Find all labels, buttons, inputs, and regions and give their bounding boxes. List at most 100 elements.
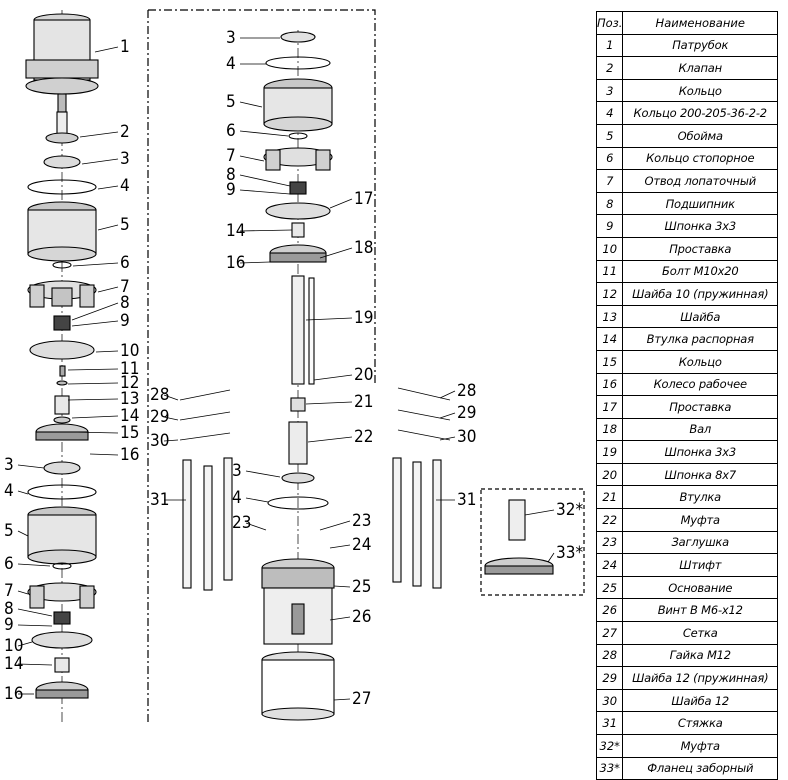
leader-line bbox=[17, 608, 53, 617]
callout-number: 16 bbox=[4, 684, 23, 704]
leader-line bbox=[245, 497, 269, 503]
row-pos: 28 bbox=[595, 643, 624, 668]
part-cage-5c bbox=[263, 78, 333, 132]
row-name: Шпонка 8х7 bbox=[622, 462, 778, 487]
callout-number: 30 bbox=[457, 427, 476, 447]
callout-number: 4 bbox=[232, 488, 242, 508]
row-name: Шайба 10 (пружинная) bbox=[622, 282, 778, 306]
leader-line bbox=[97, 224, 119, 231]
callout-number: 8 bbox=[4, 599, 14, 619]
part-strainer bbox=[261, 651, 335, 721]
callout-number: 14 bbox=[120, 406, 139, 426]
table-header-row: Поз. Наименование bbox=[595, 11, 778, 35]
leader-line bbox=[17, 490, 29, 495]
row-name: Муфта bbox=[622, 508, 778, 532]
callout-number: 5 bbox=[226, 92, 236, 112]
leader-line bbox=[239, 130, 289, 137]
part-cage-5b bbox=[27, 506, 97, 565]
header-pos: Поз. bbox=[595, 11, 624, 35]
callout-number: 23 bbox=[232, 513, 251, 533]
row-name: Сетка bbox=[622, 621, 778, 645]
row-pos: 25 bbox=[595, 575, 624, 600]
row-pos: 23 bbox=[595, 530, 624, 555]
callout-labels: 1234567891011121314151634567891014163456… bbox=[4, 28, 583, 709]
row-name: Проставка bbox=[622, 395, 778, 419]
leader-line bbox=[163, 439, 179, 442]
callout-number: 3 bbox=[232, 461, 242, 481]
part-bushing bbox=[290, 397, 306, 412]
row-pos: 9 bbox=[595, 214, 624, 238]
leader-line bbox=[67, 382, 119, 385]
row-pos: 21 bbox=[595, 485, 624, 510]
part-retaining-ring-6c bbox=[288, 132, 308, 140]
leader-line bbox=[71, 415, 119, 419]
row-name: Заглушка bbox=[622, 530, 778, 555]
leader-line bbox=[239, 155, 265, 162]
callout-number: 3 bbox=[226, 28, 236, 48]
leader-line bbox=[239, 229, 293, 232]
callout-number: 6 bbox=[120, 253, 130, 273]
row-name: Винт В М6-х12 bbox=[622, 598, 778, 623]
part-ring-4a bbox=[27, 179, 97, 195]
row-name: Кольцо стопорное bbox=[622, 146, 778, 171]
leader-line bbox=[17, 624, 53, 627]
leader-line bbox=[333, 698, 351, 701]
row-pos: 2 bbox=[595, 56, 624, 80]
row-pos: 18 bbox=[595, 417, 624, 442]
row-name: Шпонка 3х3 bbox=[622, 214, 778, 238]
part-bolt-washer-set bbox=[53, 365, 71, 424]
callout-number: 30 bbox=[150, 431, 169, 451]
part-diffuser-7b bbox=[27, 582, 97, 609]
part-ring-4b bbox=[27, 484, 97, 500]
row-pos: 5 bbox=[595, 123, 624, 148]
row-pos: 32* bbox=[595, 734, 624, 758]
callout-number: 17 bbox=[354, 189, 373, 209]
callout-number: 33* bbox=[556, 543, 583, 563]
leader-line bbox=[17, 464, 45, 469]
callout-number: 24 bbox=[352, 535, 371, 555]
leader-line bbox=[239, 261, 271, 264]
callout-number: 16 bbox=[120, 445, 139, 465]
leader-line bbox=[17, 663, 53, 666]
exploded-view-drawing: 1234567891011121314151634567891014163456… bbox=[4, 9, 585, 722]
table-row: 33*Фланец заборный bbox=[595, 756, 778, 780]
part-bearing-8c bbox=[289, 181, 307, 195]
center-assembly-frame bbox=[147, 9, 376, 722]
row-pos: 6 bbox=[595, 146, 624, 171]
row-name: Основание bbox=[622, 575, 778, 600]
callout-number: 20 bbox=[354, 365, 373, 385]
callout-number: 7 bbox=[4, 581, 14, 601]
leader-line bbox=[305, 401, 353, 405]
leader-line bbox=[313, 374, 353, 381]
row-pos: 29 bbox=[595, 666, 624, 690]
callout-number: 31 bbox=[150, 490, 169, 510]
leader-line bbox=[239, 101, 263, 108]
leader-line bbox=[17, 530, 29, 537]
leader-line bbox=[95, 350, 119, 353]
callout-number: 9 bbox=[120, 311, 130, 331]
row-name: Фланец заборный bbox=[622, 756, 778, 780]
leader-line bbox=[319, 247, 353, 259]
row-pos: 12 bbox=[595, 282, 624, 306]
leader-line bbox=[333, 585, 351, 588]
left-fasteners-group bbox=[179, 389, 233, 591]
callout-number: 7 bbox=[120, 277, 130, 297]
part-spacer-10b bbox=[31, 631, 93, 649]
leader-line bbox=[67, 398, 119, 401]
row-pos: 19 bbox=[595, 440, 624, 464]
leader-line bbox=[17, 590, 29, 595]
callout-number: 23 bbox=[352, 511, 371, 531]
leader-line bbox=[163, 416, 179, 421]
right-fasteners-group bbox=[392, 387, 451, 589]
row-name: Стяжка bbox=[622, 711, 778, 735]
